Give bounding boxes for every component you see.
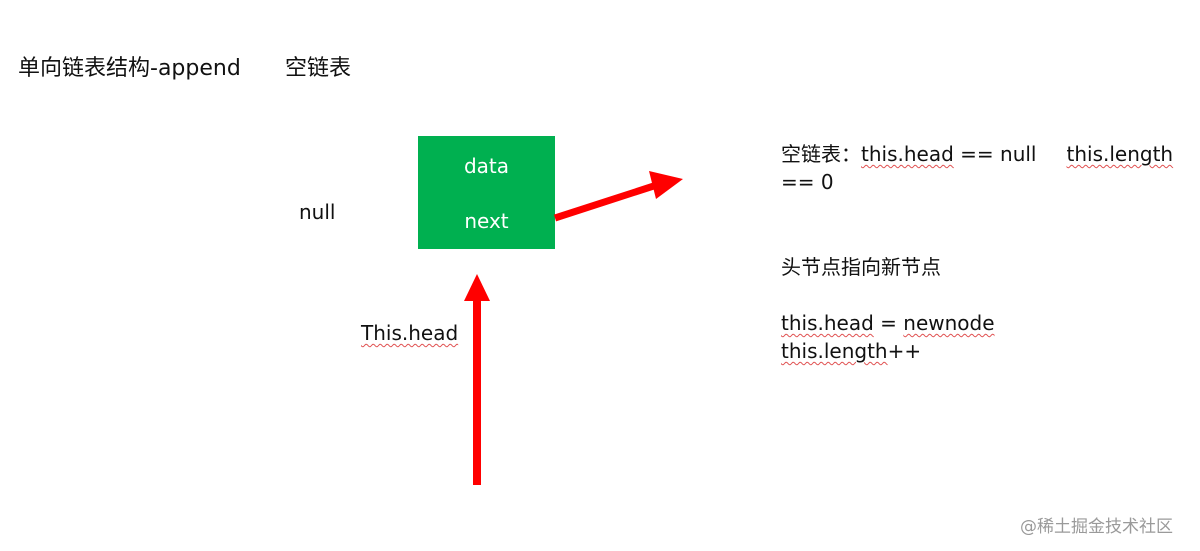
diagram-subtitle: 空链表 — [285, 56, 352, 81]
watermark: @稀土掘金技术社区 — [1020, 517, 1173, 537]
assign-newnode-code: newnode — [903, 311, 995, 335]
null-label: null — [299, 200, 336, 224]
assign-length-line: this.length++ — [781, 337, 995, 365]
empty-head-code: this.head — [861, 142, 954, 166]
empty-list-line-1: 空链表：this.head == null this.length — [781, 140, 1173, 168]
new-node-box: data next — [418, 136, 555, 249]
head-points-note: 头节点指向新节点 — [781, 255, 941, 279]
assign-head-line: this.head = newnode — [781, 309, 995, 337]
head-pointer-label: This.head — [361, 321, 459, 345]
assign-head-operator: = — [873, 311, 904, 335]
diagram-title: 单向链表结构-append — [18, 56, 241, 81]
assignment-code: this.head = newnode this.length++ — [781, 309, 995, 365]
assign-length-code: this.length — [781, 339, 888, 363]
empty-list-condition: 空链表：this.head == null this.length == 0 — [781, 140, 1173, 196]
empty-head-rest: == null — [953, 142, 1037, 166]
empty-length-rest: == 0 — [781, 170, 834, 194]
node-next-field: next — [464, 209, 509, 233]
assign-head-code: this.head — [781, 311, 874, 335]
empty-length-code: this.length — [1066, 142, 1174, 166]
node-data-field: data — [463, 154, 510, 178]
empty-list-prefix: 空链表： — [781, 142, 861, 166]
next-pointer-arrow-head — [649, 171, 683, 199]
assign-length-operator: ++ — [887, 339, 922, 363]
next-pointer-arrow-shaft — [553, 179, 665, 222]
head-pointer-arrow-head — [464, 274, 490, 301]
